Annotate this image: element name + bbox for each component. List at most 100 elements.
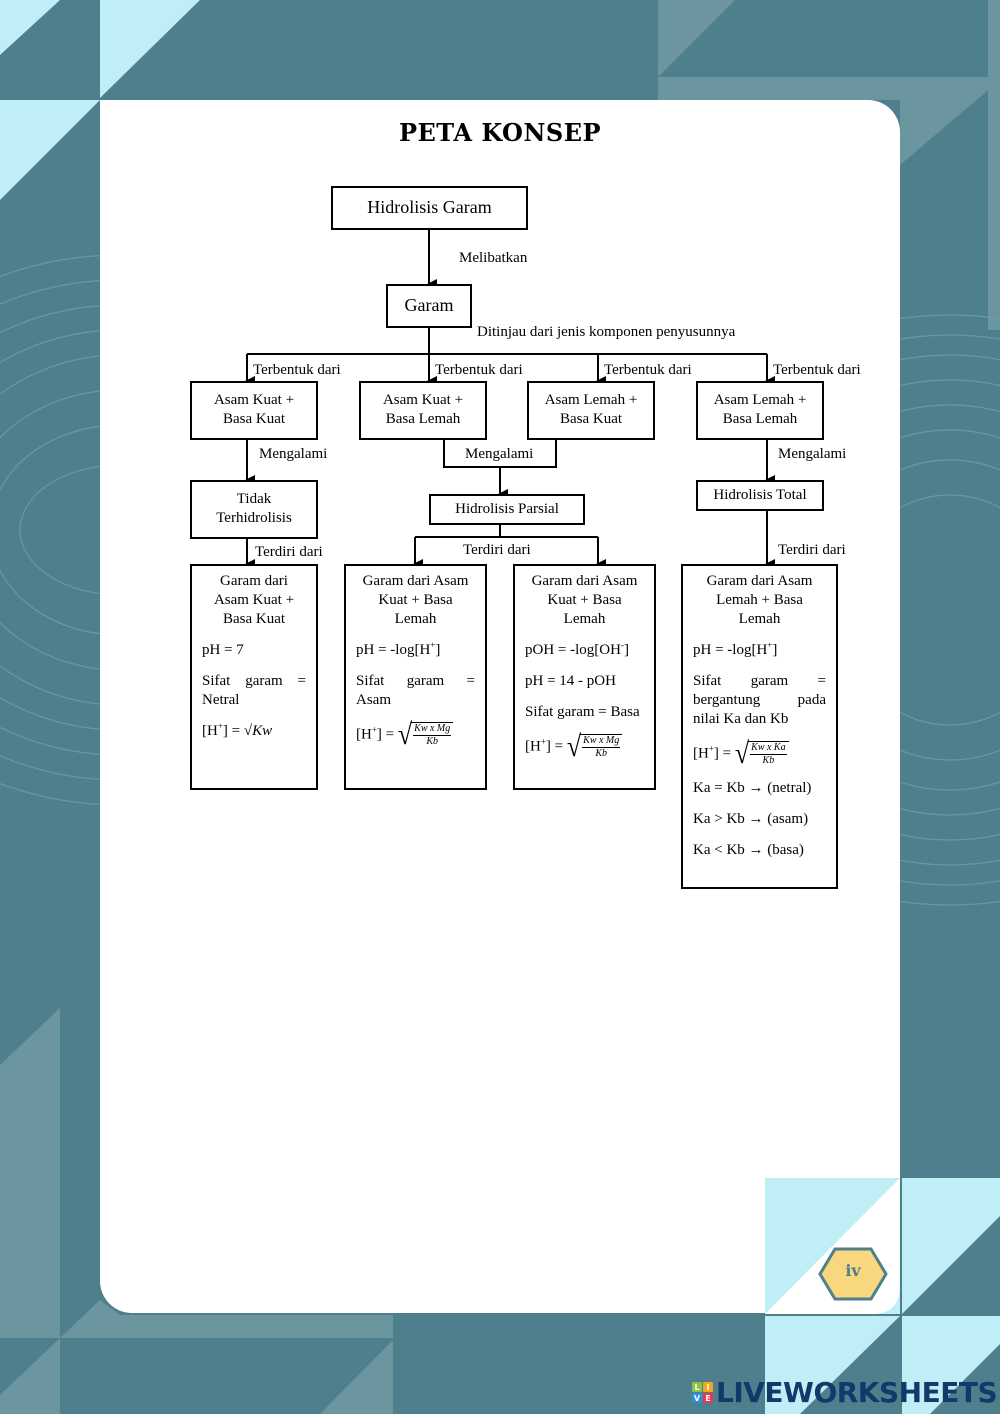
edge-label-mengalami-1: Mengalami [259, 446, 328, 462]
formula-part: ] = [713, 745, 732, 762]
heading-line: Lemah [563, 611, 606, 627]
edge-label-terbentuk-2: Terbentuk dari [435, 362, 523, 378]
superscript: + [540, 736, 546, 747]
formula-part: pOH = -log[OH [525, 642, 621, 658]
node-line: Basa Kuat [559, 411, 623, 427]
heading-line: Garam dari Asam [706, 573, 813, 589]
formula-part: ] [772, 642, 778, 658]
node-hidrolisis-garam: Hidrolisis Garam [331, 186, 528, 230]
heading-line: Garam dari Asam [362, 573, 469, 589]
formula-part: ] = [376, 726, 395, 743]
salt-nature: Sifat garam = bergantung pada nilai Ka d… [693, 672, 826, 729]
formula-part: ] [623, 642, 629, 658]
numerator: Kw x Mg [582, 735, 621, 748]
page-number: iv [845, 1261, 861, 1280]
heading-line: Kuat + Basa [547, 592, 622, 608]
node-label: Hidrolisis Garam [367, 197, 492, 217]
detail-heading: Garam dari Asam Kuat + Basa Lemah [525, 572, 644, 629]
superscript: + [430, 640, 436, 650]
edge-label-terbentuk-1: Terbentuk dari [253, 362, 341, 378]
page-number-hexagon [818, 1247, 888, 1301]
detail-asam-kuat-basa-lemah: Garam dari Asam Kuat + Basa Lemah pH = -… [344, 564, 487, 790]
node-line: Asam Lemah + [713, 392, 807, 408]
heading-line: Garam dari Asam [531, 573, 638, 589]
rule-basa: Ka < Kb → (basa) [693, 842, 804, 858]
node-line: Asam Kuat + [213, 392, 295, 408]
heading-line: Kuat + Basa [378, 592, 453, 608]
node-hidrolisis-parsial: Hidrolisis Parsial [429, 494, 585, 525]
nature-line: bergantung pada [693, 692, 826, 708]
heading-line: Lemah [394, 611, 437, 627]
logo-letter: V [692, 1393, 702, 1403]
ph-formula: pH = -log[H+] [693, 641, 826, 660]
superscript: + [767, 640, 773, 650]
node-type-asam-lemah-basa-kuat: Asam Lemah + Basa Kuat [527, 381, 655, 440]
h-concentration-formula: [H+] = √Kw [202, 722, 306, 741]
edge-label-terbentuk-3: Terbentuk dari [604, 362, 692, 378]
nature-line: Sifat garam = [693, 673, 826, 689]
rule-asam: Ka > Kb → (asam) [693, 811, 809, 827]
rule-netral: Ka = Kb → (netral) [693, 780, 812, 796]
edge-label-ditinjau: Ditinjau dari jenis komponen penyusunnya [477, 324, 736, 340]
liveworksheets-text: LIVEWORKSHEETS [716, 1376, 998, 1409]
sqrt-icon: √ [734, 736, 750, 771]
node-line: Basa Lemah [722, 411, 798, 427]
detail-asam-lemah-basa-lemah: Garam dari Asam Lemah + Basa Lemah pH = … [681, 564, 838, 889]
edge-label-mengalami-2: Mengalami [465, 446, 534, 462]
denominator: Kb [595, 748, 608, 759]
liveworksheets-logo-icon: L I V E [692, 1382, 713, 1403]
ph-formula: pH = 14 - pOH [525, 673, 616, 689]
nature-line: Sifat garam = [202, 673, 306, 689]
poh-formula: pOH = -log[OH-] [525, 641, 644, 660]
edge-label-mengalami-3: Mengalami [778, 446, 847, 462]
node-line: Asam Kuat + [382, 392, 464, 408]
detail-heading: Garam dari Asam Lemah + Basa Lemah [693, 572, 826, 629]
node-type-asam-lemah-basa-lemah: Asam Lemah + Basa Lemah [696, 381, 824, 440]
heading-line: Lemah [738, 611, 781, 627]
formula-part: ] = [222, 723, 244, 739]
formula-part: [H [693, 745, 709, 762]
node-line: Tidak [236, 491, 272, 507]
ph-formula: pH = -log[H+] [356, 641, 475, 660]
node-label: Garam [404, 295, 454, 315]
logo-letter: E [703, 1393, 713, 1403]
nature-line: Netral [202, 692, 240, 708]
edge-label-terbentuk-4: Terbentuk dari [773, 362, 861, 378]
formula-part: [H [202, 723, 218, 739]
logo-letter: L [692, 1382, 702, 1392]
superscript: + [217, 721, 223, 731]
liveworksheets-watermark[interactable]: L I V E LIVEWORKSHEETS [692, 1376, 998, 1409]
salt-nature: Sifat garam = Netral [202, 672, 306, 710]
formula-part: [H [356, 726, 372, 743]
superscript: + [371, 724, 377, 735]
formula-part: [H [525, 738, 541, 755]
detail-heading: Garam dari Asam Kuat + Basa Lemah [356, 572, 475, 629]
node-type-asam-kuat-basa-lemah: Asam Kuat + Basa Lemah [359, 381, 487, 440]
sqrt-icon: √ [566, 729, 582, 764]
salt-nature: Sifat garam = Basa [525, 704, 640, 720]
heading-line: Lemah + Basa [716, 592, 803, 608]
node-garam: Garam [386, 284, 472, 328]
detail-heading: Garam dari Asam Kuat + Basa Kuat [202, 572, 306, 629]
formula-part: pH = -log[H [693, 642, 768, 658]
page-title: PETA KONSEP [398, 118, 602, 147]
ph-formula: pH = 7 [202, 642, 244, 658]
node-line: Hidrolisis Total [713, 487, 807, 503]
denominator: Kb [762, 755, 775, 766]
salt-nature: Sifat garam = Asam [356, 672, 475, 710]
denominator: Kb [426, 736, 439, 747]
node-line: Hidrolisis Parsial [455, 501, 559, 517]
node-line: Asam Lemah + [544, 392, 638, 408]
node-line: Basa Kuat [222, 411, 286, 427]
edge-label-terdiri-3: Terdiri dari [778, 542, 846, 558]
node-line: Terhidrolisis [216, 510, 292, 526]
node-line: Basa Lemah [385, 411, 461, 427]
formula-part: √Kw [243, 723, 273, 739]
